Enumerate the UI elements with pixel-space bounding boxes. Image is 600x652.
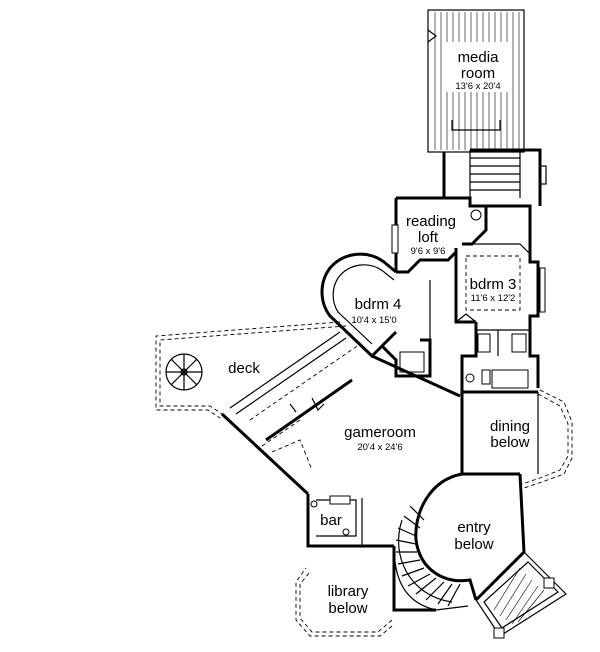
bedroom-4-dims: 10'4 x 15'0 <box>351 315 396 326</box>
spiral-stair-icon <box>165 353 203 391</box>
library-label-2: below <box>328 600 367 617</box>
reading-loft-label-1: reading <box>406 213 456 230</box>
gameroom: gameroom 20'4 x 24'6 <box>220 331 461 496</box>
gameroom-label: gameroom <box>344 424 416 441</box>
bath-3 <box>460 322 538 394</box>
media-room-label-1: media <box>458 49 500 66</box>
dining-label-1: dining <box>490 418 530 435</box>
entry-label-2: below <box>454 536 493 553</box>
bedroom-3-label: bdrm 3 <box>470 276 517 293</box>
reading-loft: reading loft 9'6 x 9'6 <box>391 196 488 272</box>
front-porch <box>475 551 567 639</box>
entry-label-1: entry <box>457 519 491 536</box>
deck-label: deck <box>228 360 260 377</box>
bedroom-3: bdrm 3 11'6 x 12'2 <box>454 204 546 388</box>
entry-below: entry below <box>393 472 526 611</box>
media-room-dims: 13'6 x 20'4 <box>455 81 500 92</box>
reading-loft-dims: 9'6 x 9'6 <box>411 246 446 257</box>
media-room: media room 13'6 x 20'4 <box>427 9 525 153</box>
bedroom-4-label: bdrm 4 <box>355 296 402 313</box>
library-label-1: library <box>328 583 369 600</box>
bar: bar <box>306 494 394 548</box>
bedroom-4: bdrm 4 10'4 x 15'0 <box>320 250 458 378</box>
bedroom-3-dims: 11'6 x 12'2 <box>471 293 516 304</box>
gameroom-dims: 20'4 x 24'6 <box>357 442 402 453</box>
deck: deck <box>155 321 347 419</box>
dining-below: dining below <box>460 389 573 489</box>
dining-label-2: below <box>490 434 529 451</box>
reading-loft-label-2: loft <box>418 229 439 246</box>
media-room-label-2: room <box>461 65 495 82</box>
library-below: library below <box>295 546 436 637</box>
bar-label: bar <box>320 512 342 529</box>
curved-stair-treads <box>395 505 461 607</box>
